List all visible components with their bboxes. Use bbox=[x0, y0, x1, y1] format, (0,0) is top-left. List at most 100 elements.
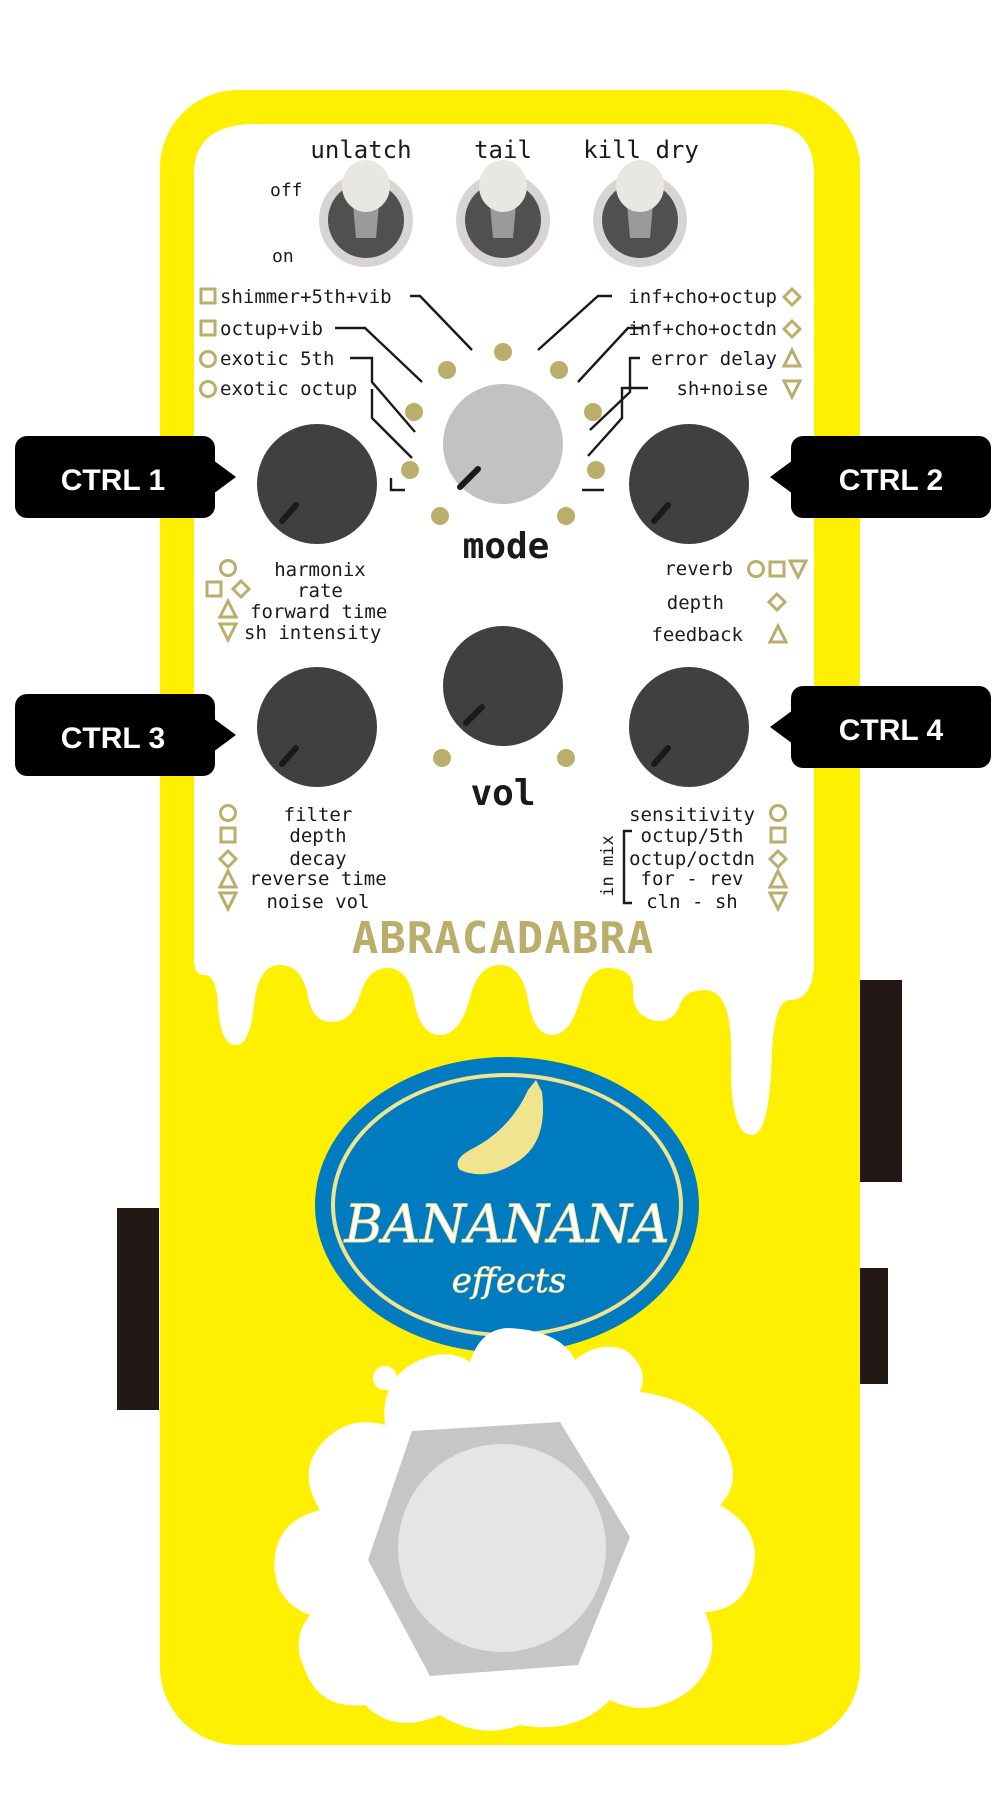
mode-options-left: shimmer+5th+vib octup+vib exotic 5th exo… bbox=[199, 286, 392, 400]
triangle-up-icon bbox=[217, 867, 239, 889]
mode-dot bbox=[584, 403, 602, 421]
ctrl3-callout: CTRL 3 bbox=[15, 694, 236, 776]
vol-dot-max bbox=[557, 749, 575, 767]
ctrl2-param: reverb bbox=[664, 558, 733, 580]
ctrl4-param: octup/octdn bbox=[629, 848, 755, 870]
circle-icon bbox=[769, 804, 787, 822]
right-dc-jack bbox=[860, 1268, 888, 1384]
diamond-icon bbox=[230, 578, 252, 600]
ctrl4-params: sensitivity octup/5th octup/octdn for - … bbox=[598, 804, 789, 913]
square-icon bbox=[205, 580, 223, 598]
diamond-icon bbox=[767, 848, 789, 870]
mode-dot bbox=[557, 507, 575, 525]
ctrl4-param: octup/5th bbox=[641, 825, 744, 847]
ctrl3-params: filter depth decay reverse time noise vo… bbox=[217, 804, 387, 913]
ctrl4-param: sensitivity bbox=[629, 804, 755, 826]
mode-dot bbox=[438, 361, 456, 379]
mode-dot bbox=[405, 403, 423, 421]
mode-options-right: inf+cho+octup inf+cho+octdn error delay … bbox=[628, 286, 803, 401]
brand-sub: effects bbox=[452, 1261, 566, 1301]
ctrl2-param: depth bbox=[667, 592, 724, 614]
ctrl3-callout-label: CTRL 3 bbox=[61, 722, 165, 755]
mode-dot bbox=[550, 361, 568, 379]
ctrl4-callout: CTRL 4 bbox=[770, 686, 991, 768]
mode-dots bbox=[401, 343, 605, 525]
circle-icon bbox=[199, 380, 217, 398]
triangle-down-icon bbox=[787, 559, 809, 581]
triangle-up-icon bbox=[781, 346, 803, 368]
ctrl1-callout-label: CTRL 1 bbox=[61, 464, 165, 497]
label-kill-dry: kill dry bbox=[583, 136, 699, 164]
diamond-icon bbox=[766, 591, 788, 613]
ctrl3-param: reverse time bbox=[249, 868, 386, 890]
square-icon bbox=[199, 319, 217, 337]
label-off: off bbox=[270, 180, 303, 201]
vol-knob-label: vol bbox=[470, 773, 535, 814]
toggle-tail[interactable] bbox=[456, 160, 550, 267]
right-output-jack bbox=[860, 980, 902, 1182]
pedal-name: ABRACADABRA bbox=[352, 913, 654, 964]
triangle-down-icon bbox=[781, 379, 803, 401]
mode-option-label: inf+cho+octdn bbox=[628, 318, 777, 340]
ctrl1-callout: CTRL 1 bbox=[15, 436, 236, 518]
toggle-unlatch[interactable] bbox=[319, 160, 413, 267]
mode-dot bbox=[587, 461, 605, 479]
mode-option-label: inf+cho+octup bbox=[628, 286, 777, 308]
vol-dot-min bbox=[433, 749, 451, 767]
circle-icon bbox=[219, 559, 237, 577]
circle-icon bbox=[747, 560, 765, 578]
ctrl3-param: decay bbox=[289, 848, 346, 870]
in-mix-label: in mix bbox=[598, 835, 618, 896]
ctrl3-knob[interactable] bbox=[257, 667, 377, 787]
left-input-jack bbox=[117, 1208, 159, 1410]
mode-option-label: octup+vib bbox=[220, 318, 323, 340]
brand-name: BANANANA bbox=[344, 1195, 670, 1255]
square-icon bbox=[219, 826, 237, 844]
mode-option-label: exotic octup bbox=[220, 378, 357, 400]
banana-icon bbox=[457, 1080, 544, 1175]
ctrl4-knob[interactable] bbox=[629, 667, 749, 787]
footswitch[interactable] bbox=[368, 1422, 630, 1676]
mode-option-label: shimmer+5th+vib bbox=[220, 286, 392, 308]
ctrl4-callout-label: CTRL 4 bbox=[839, 714, 944, 747]
circle-icon bbox=[199, 350, 217, 368]
mode-dot bbox=[431, 507, 449, 525]
ctrl1-knob[interactable] bbox=[257, 424, 377, 544]
diamond-icon bbox=[781, 318, 803, 340]
triangle-down-icon bbox=[767, 891, 789, 913]
diamond-icon bbox=[217, 848, 239, 870]
mode-dot bbox=[401, 461, 419, 479]
square-icon bbox=[199, 287, 217, 305]
mode-dot bbox=[494, 343, 512, 361]
splash-droplet bbox=[373, 1366, 397, 1390]
square-icon bbox=[768, 560, 786, 578]
ctrl2-callout: CTRL 2 bbox=[770, 436, 991, 518]
label-on: on bbox=[272, 246, 294, 267]
triangle-down-icon bbox=[217, 891, 239, 913]
triangle-up-icon bbox=[217, 597, 239, 619]
splash-droplet bbox=[550, 1352, 570, 1372]
ctrl2-param: feedback bbox=[651, 624, 743, 646]
circle-icon bbox=[219, 804, 237, 822]
toggle-kill-dry[interactable] bbox=[593, 160, 687, 267]
ctrl4-param: cln - sh bbox=[646, 891, 738, 913]
ctrl2-knob[interactable] bbox=[629, 424, 749, 544]
ctrl1-param: forward time bbox=[250, 601, 387, 623]
label-tail: tail bbox=[474, 136, 532, 164]
in-mix-bracket bbox=[622, 829, 632, 905]
diamond-icon bbox=[781, 286, 803, 308]
ctrl3-param: filter bbox=[284, 804, 353, 826]
triangle-up-icon bbox=[767, 867, 789, 889]
ctrl3-param: depth bbox=[289, 825, 346, 847]
ctrl3-param: noise vol bbox=[267, 891, 370, 913]
mode-knob[interactable] bbox=[443, 384, 563, 504]
square-icon bbox=[769, 826, 787, 844]
vol-knob[interactable] bbox=[443, 626, 563, 746]
mode-option-label: exotic 5th bbox=[220, 348, 334, 370]
triangle-up-icon bbox=[767, 622, 789, 644]
triangle-down-icon bbox=[217, 622, 239, 644]
mode-option-label: error delay bbox=[651, 348, 777, 370]
ctrl2-callout-label: CTRL 2 bbox=[839, 464, 943, 497]
ctrl1-param: harmonix bbox=[274, 559, 366, 581]
